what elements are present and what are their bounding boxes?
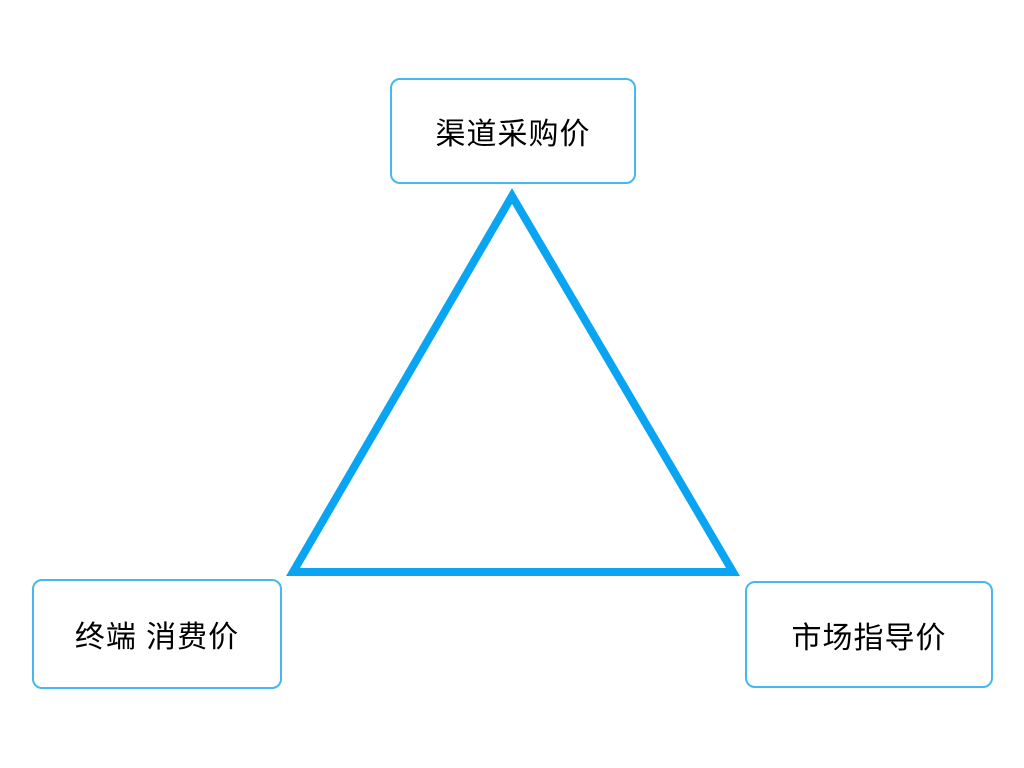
triangle-outline <box>286 188 740 576</box>
node-label-channel-purchase-price: 渠道采购价 <box>435 118 591 151</box>
node-channel-purchase-price[interactable]: 渠道采购价 <box>390 78 636 184</box>
node-terminal-consumer-price[interactable]: 终端 消费价 <box>32 579 282 689</box>
node-label-terminal-consumer-price: 终端 消费价 <box>74 621 240 654</box>
node-market-guide-price[interactable]: 市场指导价 <box>745 581 993 688</box>
node-label-market-guide-price: 市场指导价 <box>791 621 947 655</box>
